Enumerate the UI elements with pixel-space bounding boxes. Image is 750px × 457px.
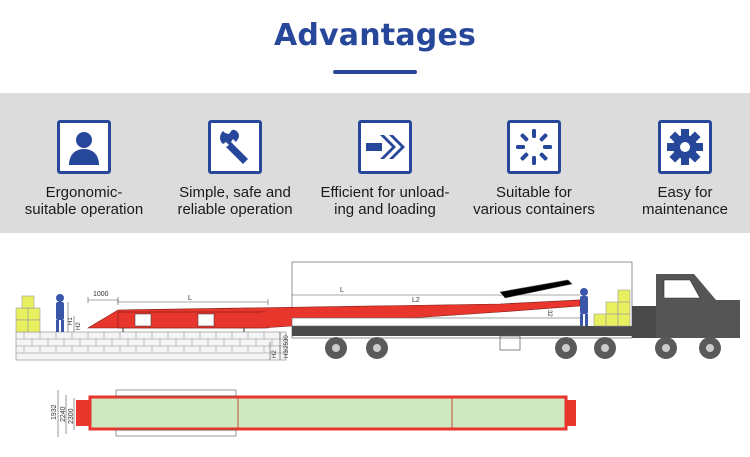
- dim-l2: L2: [412, 297, 420, 304]
- container-outline: [291, 261, 633, 339]
- dim-l-left: L: [188, 295, 192, 302]
- feature-label: Ergonomic- suitable operation: [24, 184, 144, 218]
- loading-spinner-icon: [507, 120, 561, 174]
- user-icon: [57, 120, 111, 174]
- dim-h-range: H3/2530: [284, 335, 290, 358]
- dim-h1: H1: [68, 317, 74, 325]
- feature-ergonomic: Ergonomic- suitable operation: [9, 120, 159, 218]
- dim-1932: 1932: [51, 404, 58, 420]
- worker-left: [56, 294, 64, 332]
- page-title: Advantages: [273, 18, 477, 53]
- feature-label: Easy for maintenance: [642, 184, 728, 218]
- feature-maintenance: Easy for maintenance: [610, 120, 750, 218]
- cargo-boxes-right: [593, 289, 631, 327]
- trailer-chassis: [291, 317, 632, 359]
- dim-l-mid: L: [340, 287, 344, 294]
- dim-32: 32: [546, 310, 552, 317]
- gear-icon: [658, 120, 712, 174]
- feature-label: Suitable for various containers: [473, 184, 595, 218]
- feature-containers: Suitable for various containers: [459, 120, 609, 218]
- feature-label: Efficient for unload- ing and loading: [320, 184, 450, 218]
- double-arrow-icon: [358, 120, 412, 174]
- ramp-top-view: [76, 389, 576, 437]
- dim-2300: 2300: [68, 408, 75, 424]
- feature-efficient: Efficient for unload- ing and loading: [310, 120, 460, 218]
- dim-1000: 1000: [93, 291, 109, 298]
- loading-dock: [15, 331, 287, 361]
- dim-h2: H2: [76, 322, 82, 330]
- cargo-boxes-left: [15, 295, 41, 333]
- advantages-band: Ergonomic- suitable operation Simple, sa…: [0, 93, 750, 233]
- title-underline: [333, 70, 417, 74]
- technical-drawing: H1 H2 1000 L L L2: [0, 240, 750, 457]
- wrench-icon: [208, 120, 262, 174]
- dim-h-truck: H2: [272, 350, 278, 358]
- truck-cab: [632, 274, 740, 359]
- feature-simple-safe: Simple, safe and reliable operation: [160, 120, 310, 218]
- worker-right: [580, 288, 588, 326]
- feature-label: Simple, safe and reliable operation: [177, 184, 293, 218]
- dim-2240: 2240: [60, 406, 67, 422]
